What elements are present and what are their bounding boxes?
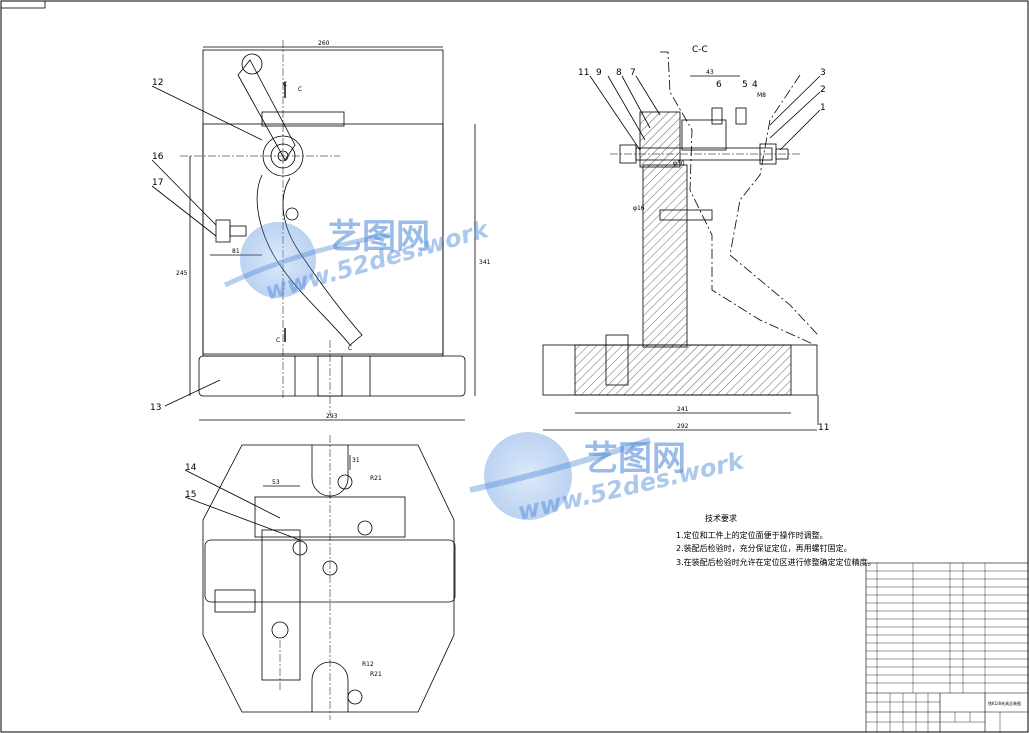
tech-requirement: 3.在装配后检验时允许在定位区进行修整确定定位精度。 — [676, 557, 876, 567]
dimension-text: M8 — [757, 92, 766, 99]
part-number: 13 — [150, 403, 161, 413]
front-view — [151, 40, 476, 421]
part-number: 12 — [152, 78, 163, 88]
dimension-text: 341 — [479, 259, 491, 266]
part-number: 8 — [616, 68, 622, 78]
part-number: 7 — [630, 68, 636, 78]
section-mark: C — [283, 81, 287, 88]
dimension-text: 245 — [176, 270, 188, 277]
section-mark: C — [276, 337, 280, 344]
corner-tab — [0, 0, 46, 9]
section-mark: C — [298, 86, 302, 93]
dimension-text: 293 — [326, 413, 338, 420]
part-number: 14 — [185, 463, 197, 473]
globe-icon — [484, 432, 572, 520]
dimension-text: 53 — [272, 479, 280, 486]
dimension-text: R12 — [362, 661, 374, 668]
part-number: 4 — [752, 80, 758, 90]
dimension-text: R21 — [370, 671, 382, 678]
dimension-text: 241 — [677, 406, 689, 413]
part-number: 1 — [820, 103, 826, 113]
dimension-text: R21 — [370, 475, 382, 482]
watermark-upper: 艺图网 www.52des.work — [223, 215, 493, 306]
tech-requirement: 1.定位和工件上的定位面便于操作时调整。 — [676, 530, 828, 540]
title-block — [865, 562, 1029, 733]
watermark-brand: 艺图网 — [584, 439, 686, 479]
part-number: 9 — [596, 68, 602, 78]
part-number: 3 — [820, 68, 826, 78]
dimension-text: φ30 — [673, 160, 685, 167]
part-number: 2 — [820, 85, 826, 95]
plan-view — [184, 435, 456, 720]
dimension-text: 81 — [232, 248, 240, 255]
tech-requirement: 2.装配后检验时，充分保证定位，再用螺钉固定。 — [676, 543, 852, 553]
globe-icon — [240, 222, 316, 298]
dimension-text: φ16 — [633, 205, 645, 212]
section-view — [542, 51, 821, 431]
part-number: 11 — [818, 423, 829, 433]
part-number: 5 — [742, 80, 748, 90]
drawing-title: 铣K1/8夹具总装图 — [988, 700, 1021, 706]
dimension-text: 292 — [677, 423, 689, 430]
part-number: 6 — [716, 80, 722, 90]
section-label: C-C — [692, 45, 708, 55]
watermark-lower: 艺图网 www.52des.work — [469, 432, 748, 526]
tech-requirements-heading: 技术要求 — [705, 513, 737, 523]
part-number: 16 — [152, 152, 164, 162]
dimension-text: 31 — [352, 457, 360, 464]
dimension-text: 260 — [318, 40, 330, 47]
part-number: 11 — [578, 68, 589, 78]
part-number: 15 — [185, 490, 196, 500]
dimension-text: 43 — [706, 69, 714, 76]
part-number: 17 — [152, 178, 163, 188]
section-mark: C — [348, 345, 352, 352]
watermark-brand: 艺图网 — [328, 217, 430, 257]
